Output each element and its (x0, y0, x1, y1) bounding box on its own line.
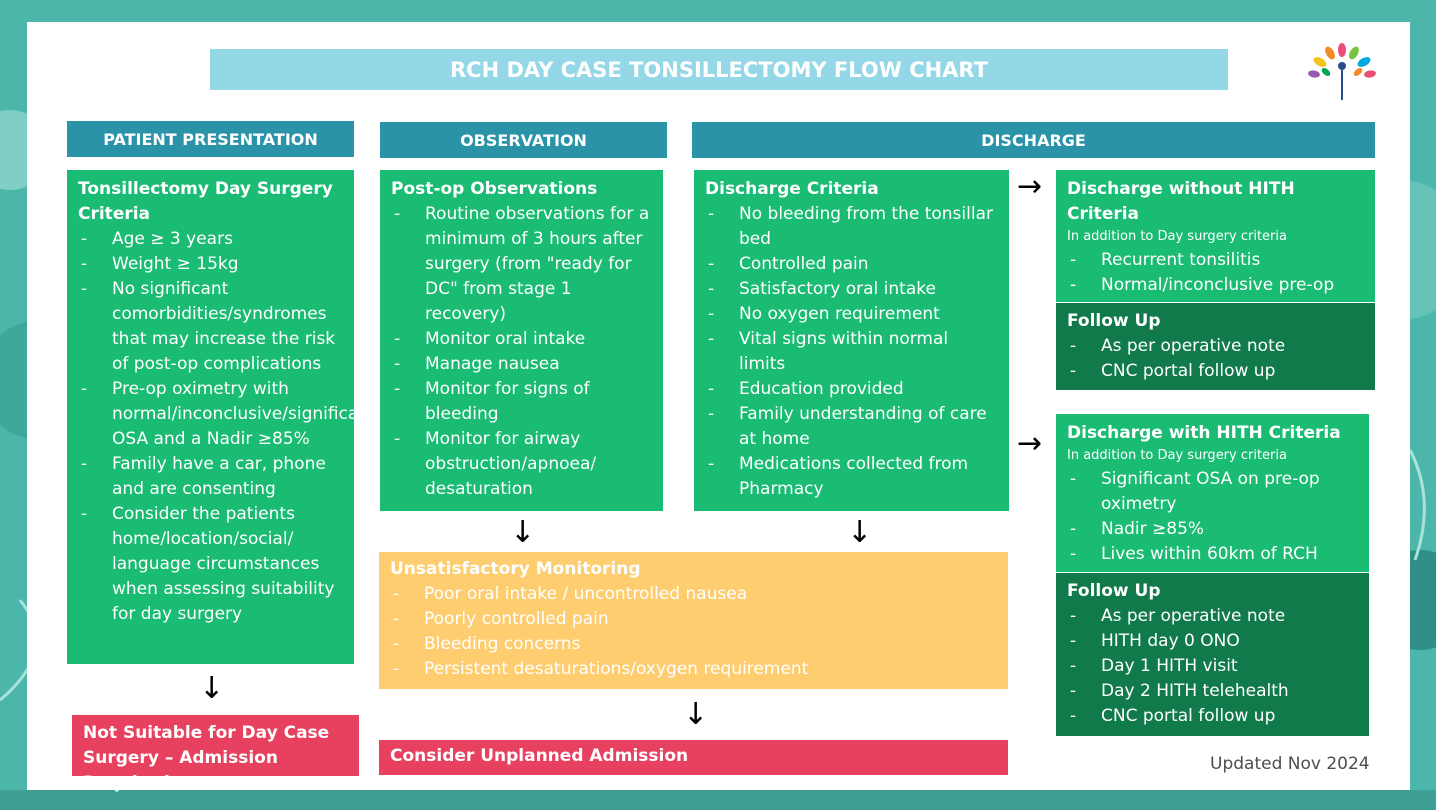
list-item: Day 1 HITH visit (1067, 654, 1358, 679)
discharge-criteria-list: No bleeding from the tonsillar bed Contr… (705, 202, 998, 502)
list-item: Recurrent tonsilitis (1067, 248, 1364, 273)
list-item: Poor oral intake / uncontrolled nausea (390, 582, 997, 607)
discharge-with-hith-subtitle: In addition to Day surgery criteria (1067, 448, 1287, 463)
list-item: As per operative note (1067, 604, 1358, 629)
list-item: Medications collected from Pharmacy (705, 452, 998, 502)
not-suitable-box: Not Suitable for Day Case Surgery – Admi… (72, 715, 359, 793)
tree-logo-icon (1308, 43, 1376, 100)
discharge-without-hith-box: Discharge without HITH Criteria In addit… (1056, 170, 1375, 320)
list-item: No significant comorbidities/syndromes t… (78, 277, 343, 377)
list-item: No bleeding from the tonsillar bed (705, 202, 998, 252)
list-item: Weight ≥ 15kg (78, 252, 343, 277)
list-item: Vital signs within normal limits (705, 327, 998, 377)
arrow-down-from-observations: ↓ (510, 515, 536, 550)
unsatisfactory-monitoring-title: Unsatisfactory Monitoring (390, 559, 641, 579)
day-surgery-criteria-box: Tonsillectomy Day Surgery Criteria Age ≥… (67, 170, 376, 664)
list-item: Education provided (705, 377, 998, 402)
unplanned-admission-box: Consider Unplanned Admission (379, 740, 1008, 775)
list-item: Manage nausea (391, 352, 652, 377)
follow-up-without-hith-title: Follow Up (1067, 311, 1161, 331)
unsatisfactory-monitoring-list: Poor oral intake / uncontrolled nausea P… (390, 582, 997, 682)
follow-up-with-hith-list: As per operative note HITH day 0 ONO Day… (1067, 604, 1358, 729)
follow-up-with-hith-box: Follow Up As per operative note HITH day… (1056, 573, 1369, 736)
list-item: Persistent desaturations/oxygen requirem… (390, 657, 997, 682)
list-item: Satisfactory oral intake (705, 277, 998, 302)
discharge-criteria-title: Discharge Criteria (705, 179, 879, 199)
list-item: Routine observations for a minimum of 3 … (391, 202, 652, 327)
list-item: No oxygen requirement (705, 302, 998, 327)
list-item: Consider the patients home/location/soci… (78, 502, 343, 627)
updated-date: Updated Nov 2024 (1210, 754, 1370, 774)
discharge-without-hith-subtitle: In addition to Day surgery criteria (1067, 229, 1287, 244)
list-item: Controlled pain (705, 252, 998, 277)
list-item: Poorly controlled pain (390, 607, 997, 632)
unsatisfactory-monitoring-box: Unsatisfactory Monitoring Poor oral inta… (379, 552, 1008, 689)
list-item: As per operative note (1067, 334, 1364, 359)
list-item: Significant OSA on pre-op oximetry (1067, 467, 1358, 517)
list-item: Lives within 60km of RCH (1067, 542, 1358, 567)
discharge-with-hith-list: Significant OSA on pre-op oximetry Nadir… (1067, 467, 1358, 567)
list-item: Monitor oral intake (391, 327, 652, 352)
day-surgery-criteria-title: Tonsillectomy Day Surgery Criteria (78, 179, 333, 224)
postop-observations-list: Routine observations for a minimum of 3 … (391, 202, 652, 502)
header-discharge: DISCHARGE (692, 122, 1375, 158)
follow-up-with-hith-title: Follow Up (1067, 581, 1161, 601)
list-item: Family have a car, phone and are consent… (78, 452, 343, 502)
list-item: Day 2 HITH telehealth (1067, 679, 1358, 704)
header-patient-presentation: PATIENT PRESENTATION (67, 121, 354, 157)
list-item: HITH day 0 ONO (1067, 629, 1358, 654)
arrow-right-to-without-hith: → (1017, 169, 1043, 204)
discharge-with-hith-box: Discharge with HITH Criteria In addition… (1056, 414, 1369, 572)
header-observation: OBSERVATION (380, 122, 667, 158)
postop-observations-box: Post-op Observations Routine observation… (380, 170, 663, 511)
day-surgery-criteria-list: Age ≥ 3 years Weight ≥ 15kg No significa… (78, 227, 376, 627)
list-item: Pre-op oximetry with normal/inconclusive… (78, 377, 376, 452)
postop-observations-title: Post-op Observations (391, 179, 598, 199)
follow-up-without-hith-box: Follow Up As per operative note CNC port… (1056, 303, 1375, 390)
list-item: Monitor for airway obstruction/apnoea/ d… (391, 427, 652, 502)
discharge-with-hith-title: Discharge with HITH Criteria (1067, 423, 1341, 443)
list-item: CNC portal follow up (1067, 359, 1364, 384)
list-item: Nadir ≥85% (1067, 517, 1358, 542)
list-item: Bleeding concerns (390, 632, 997, 657)
list-item: Family understanding of care at home (705, 402, 998, 452)
list-item: Age ≥ 3 years (78, 227, 343, 252)
arrow-down-from-discharge-criteria: ↓ (847, 515, 873, 550)
arrow-down-to-not-suitable: ↓ (199, 671, 225, 706)
list-item: CNC portal follow up (1067, 704, 1358, 729)
list-item: Monitor for signs of bleeding (391, 377, 652, 427)
discharge-without-hith-title: Discharge without HITH Criteria (1067, 179, 1295, 224)
follow-up-without-hith-list: As per operative note CNC portal follow … (1067, 334, 1364, 384)
page-title: RCH DAY CASE TONSILLECTOMY FLOW CHART (210, 49, 1228, 90)
arrow-down-to-unplanned: ↓ (683, 697, 709, 732)
discharge-criteria-box: Discharge Criteria No bleeding from the … (694, 170, 1009, 511)
arrow-right-to-with-hith: → (1017, 426, 1043, 461)
